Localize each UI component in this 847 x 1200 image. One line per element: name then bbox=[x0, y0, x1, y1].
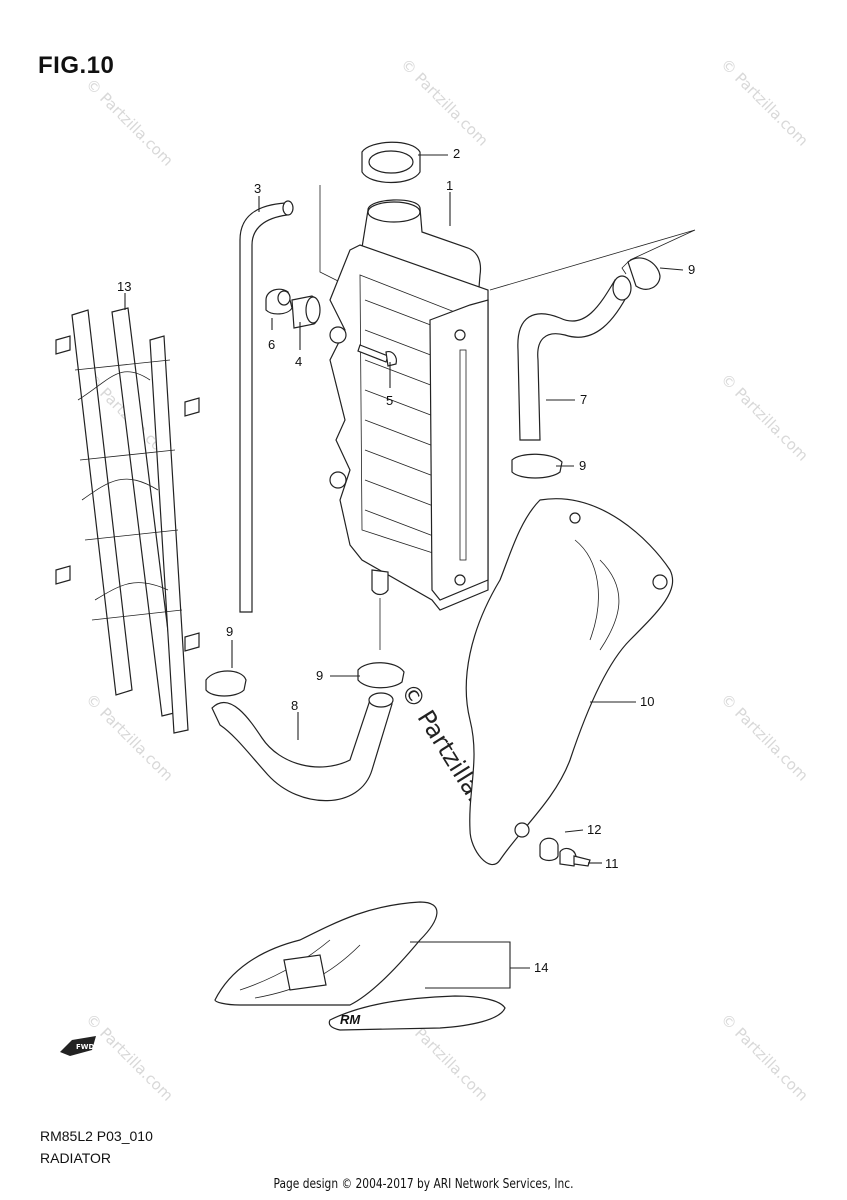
rm-logo: RM bbox=[340, 1012, 361, 1027]
callout-9-left: 9 bbox=[226, 624, 233, 639]
callout-12: 12 bbox=[587, 822, 601, 837]
leader-lines bbox=[124, 154, 684, 989]
watermark-3: © Partzilla.com bbox=[717, 55, 812, 150]
part-2-radiator-cap bbox=[361, 141, 421, 183]
callout-10: 10 bbox=[640, 694, 654, 709]
part-8-lower-hose bbox=[211, 692, 394, 802]
part-13-radiator-louver bbox=[55, 307, 200, 734]
part-5-bolt bbox=[357, 344, 397, 367]
callout-4: 4 bbox=[295, 354, 302, 369]
watermark-6: © Partzilla.com bbox=[717, 370, 812, 465]
watermark-11: © Partzilla.com bbox=[717, 1010, 812, 1105]
callout-5: 5 bbox=[386, 393, 393, 408]
figure-title: FIG.10 bbox=[38, 52, 115, 79]
callout-2: 2 bbox=[453, 146, 460, 161]
part-9-clamp-left bbox=[205, 670, 247, 697]
figure-code: RM85L2 P03_010 bbox=[40, 1128, 153, 1144]
fwd-label: FWD bbox=[76, 1043, 95, 1051]
page-footer: Page design © 2004-2017 by ARI Network S… bbox=[273, 1177, 574, 1192]
callout-11: 11 bbox=[605, 856, 619, 871]
watermark-9: © Partzilla.com bbox=[82, 1010, 177, 1105]
watermark-1: © Partzilla.com bbox=[82, 75, 177, 170]
part-9-clamp-lower bbox=[357, 662, 405, 689]
callout-9-mid: 9 bbox=[579, 458, 586, 473]
callout-14: 14 bbox=[534, 960, 548, 975]
callout-3: 3 bbox=[254, 181, 261, 196]
part-10-radiator-shroud bbox=[465, 498, 674, 866]
part-9-clamp-top bbox=[621, 257, 661, 290]
callout-8: 8 bbox=[291, 698, 298, 713]
part-14-decal: RM bbox=[214, 901, 506, 1031]
callout-1: 1 bbox=[446, 178, 453, 193]
callout-13: 13 bbox=[117, 279, 131, 294]
section-name: RADIATOR bbox=[40, 1150, 112, 1166]
part-7-upper-hose bbox=[489, 229, 696, 441]
callout-9-lower: 9 bbox=[316, 668, 323, 683]
fwd-arrow: FWD bbox=[60, 1036, 96, 1056]
part-11-bolt bbox=[559, 847, 591, 867]
watermark-8: © Partzilla.com bbox=[717, 690, 812, 785]
part-1-radiator bbox=[329, 199, 489, 650]
part-9-clamp-mid bbox=[511, 453, 563, 479]
callout-7: 7 bbox=[580, 392, 587, 407]
watermark-2: © Partzilla.com bbox=[397, 55, 492, 150]
part-12-collar bbox=[539, 837, 559, 862]
callout-9-top: 9 bbox=[688, 262, 695, 277]
callout-6: 6 bbox=[268, 337, 275, 352]
part-6-grommet bbox=[265, 288, 293, 315]
part-3-breather-hose bbox=[239, 185, 341, 613]
callouts: 1 2 3 4 5 6 7 8 9 9 9 9 10 11 12 13 14 bbox=[117, 146, 695, 975]
part-4-cushion bbox=[291, 295, 321, 329]
